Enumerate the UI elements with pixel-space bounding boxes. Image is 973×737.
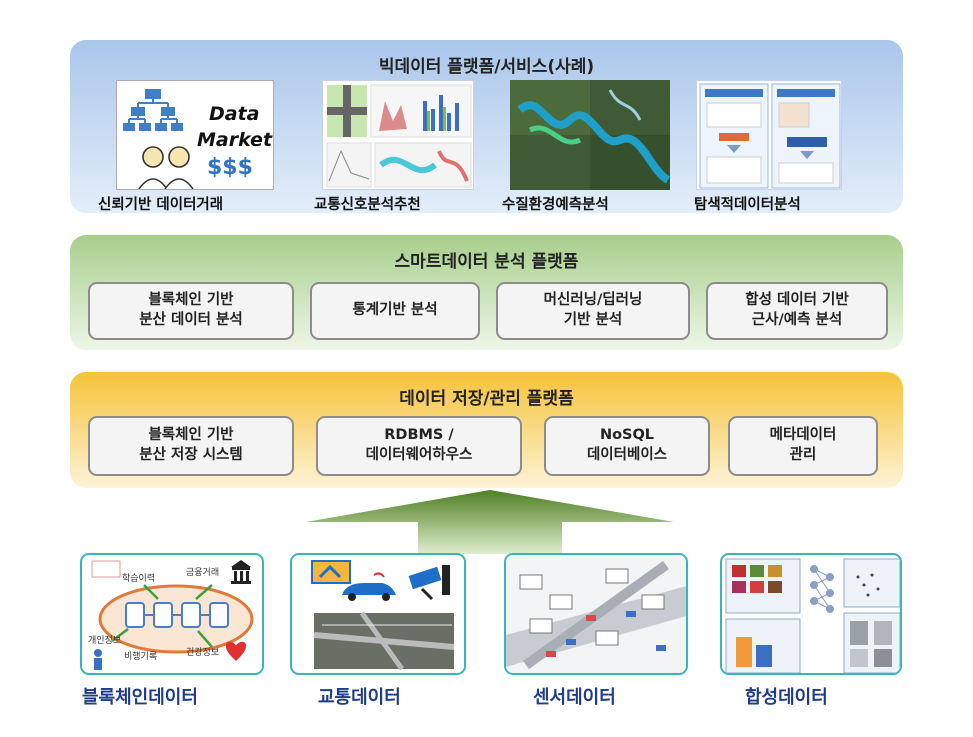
source-label-synthetic: 합성데이터	[745, 687, 828, 708]
exploratory-report-thumbnail	[696, 80, 842, 190]
analysis-statistics-box: 통계기반 분석	[310, 282, 480, 340]
service-label-data-trade: 신뢰기반 데이터거래	[98, 197, 224, 213]
storage-blockchain-box: 블록체인 기반 분산 저장 시스템	[88, 416, 294, 476]
storage-title: 데이터 저장/관리 플랫폼	[399, 389, 574, 409]
service-label-traffic-signal: 교통신호분석추천	[314, 197, 421, 213]
market-text-market: Market	[197, 129, 273, 151]
tag-learning-history: 학습이력	[122, 574, 156, 584]
traffic-data-panel	[290, 553, 466, 675]
analysis-synthetic-box: 합성 데이터 기반 근사/예측 분석	[706, 282, 888, 340]
source-label-blockchain: 블록체인데이터	[82, 687, 198, 708]
data-market-thumbnail: Data Market $$$	[116, 80, 274, 190]
tag-personal-info: 개인정보	[88, 636, 122, 646]
source-label-traffic: 교통데이터	[318, 687, 401, 708]
service-label-exploratory: 탐색적데이터분석	[694, 197, 801, 213]
tag-financial-transactions: 금융거래	[186, 568, 220, 578]
services-platform-band: 빅데이터 플랫폼/서비스(사례) Data Market $$$	[70, 40, 903, 213]
sensor-data-panel	[504, 553, 688, 675]
analysis-ml-dl-box: 머신러닝/딥러닝 기반 분석	[496, 282, 690, 340]
source-label-sensor: 센서데이터	[533, 687, 616, 708]
service-label-water-quality: 수질환경예측분석	[502, 197, 609, 213]
storage-metadata-box: 메타데이터 관리	[728, 416, 878, 476]
water-quality-map-thumbnail	[510, 80, 670, 190]
blockchain-data-panel: 학습이력 금융거래 개인정보 비행기록 건강정보	[80, 553, 264, 675]
analysis-blockchain-box: 블록체인 기반 분산 데이터 분석	[88, 282, 294, 340]
market-text-data: Data	[209, 103, 260, 125]
analysis-title: 스마트데이터 분석 플랫폼	[394, 252, 579, 272]
market-text-dollars: $$$	[207, 155, 253, 180]
storage-nosql-box: NoSQL 데이터베이스	[544, 416, 710, 476]
storage-platform-band: 데이터 저장/관리 플랫폼 블록체인 기반 분산 저장 시스템 RDBMS / …	[70, 372, 903, 488]
services-title: 빅데이터 플랫폼/서비스(사례)	[378, 57, 595, 77]
synthetic-data-panel	[720, 553, 902, 675]
tag-flight-records: 비행기록	[124, 652, 158, 662]
traffic-dashboard-thumbnail	[322, 80, 474, 190]
tag-health-info: 건강정보	[186, 648, 220, 658]
analysis-platform-band: 스마트데이터 분석 플랫폼 블록체인 기반 분산 데이터 분석 통계기반 분석 …	[70, 235, 903, 350]
upward-flow-arrow	[306, 490, 674, 554]
storage-rdbms-box: RDBMS / 데이터웨어하우스	[316, 416, 522, 476]
